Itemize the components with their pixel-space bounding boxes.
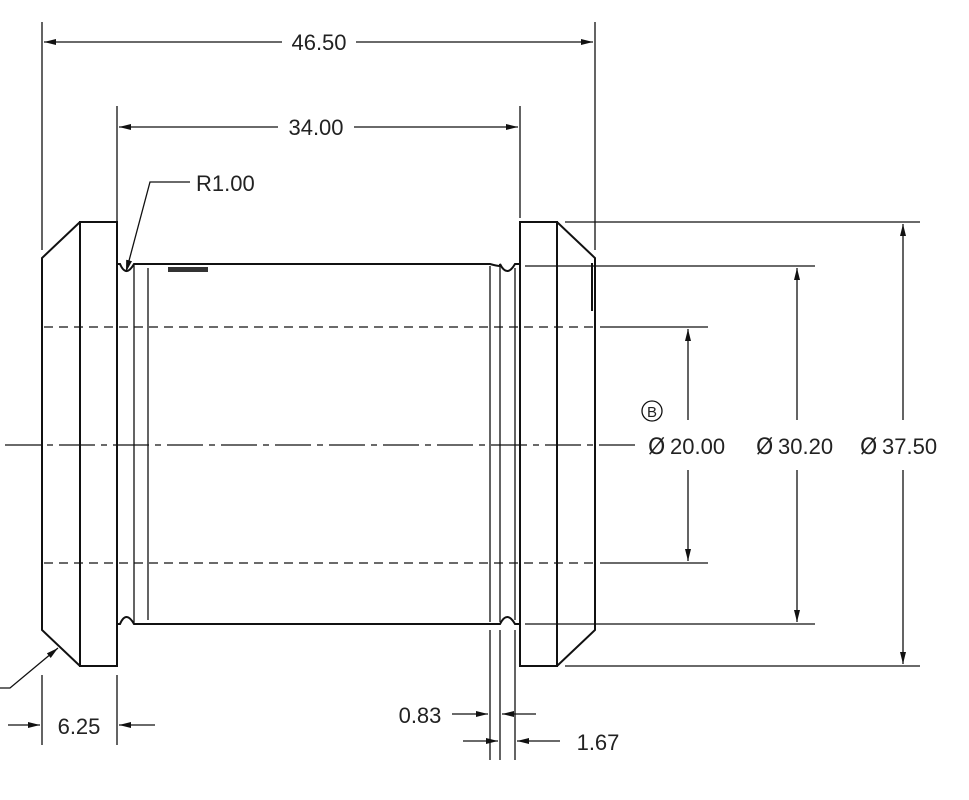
datum-label: B — [647, 404, 657, 421]
dim-groove-depth: 1.67 — [463, 730, 619, 755]
dim-flange-width-text: 6.25 — [58, 714, 101, 739]
dim-body-diameter: Ø 30.20 — [756, 268, 833, 622]
dim-groove-width: 0.83 — [399, 703, 536, 728]
dim-flange-diameter-text: 37.50 — [882, 434, 937, 459]
chamfer-leader — [0, 647, 59, 689]
dim-flange-width: 6.25 — [8, 714, 155, 739]
dim-overall-length: 46.50 — [44, 30, 593, 55]
dim-flange-diameter: Ø 37.50 — [860, 224, 937, 664]
dim-body-diameter-text: 30.20 — [778, 434, 833, 459]
dim-inner-length-text: 34.00 — [288, 115, 343, 140]
extension-lines — [41, 22, 920, 760]
diameter-symbol: Ø — [648, 435, 665, 460]
dim-groove-radius: R1.00 — [125, 171, 255, 273]
diameter-symbol: Ø — [756, 435, 773, 460]
dim-bore-diameter: B Ø 20.00 — [641, 329, 725, 561]
dim-groove-width-text: 0.83 — [399, 703, 442, 728]
dim-inner-length: 34.00 — [119, 115, 518, 140]
part-outline — [41, 221, 596, 667]
dim-groove-radius-text: R1.00 — [196, 171, 255, 196]
dim-groove-depth-text: 1.67 — [577, 730, 620, 755]
dim-overall-length-text: 46.50 — [291, 30, 346, 55]
dim-bore-diameter-text: 20.00 — [670, 434, 725, 459]
hidden-bore-lines — [44, 326, 595, 564]
datum-circle — [641, 400, 663, 422]
diameter-symbol: Ø — [860, 435, 877, 460]
